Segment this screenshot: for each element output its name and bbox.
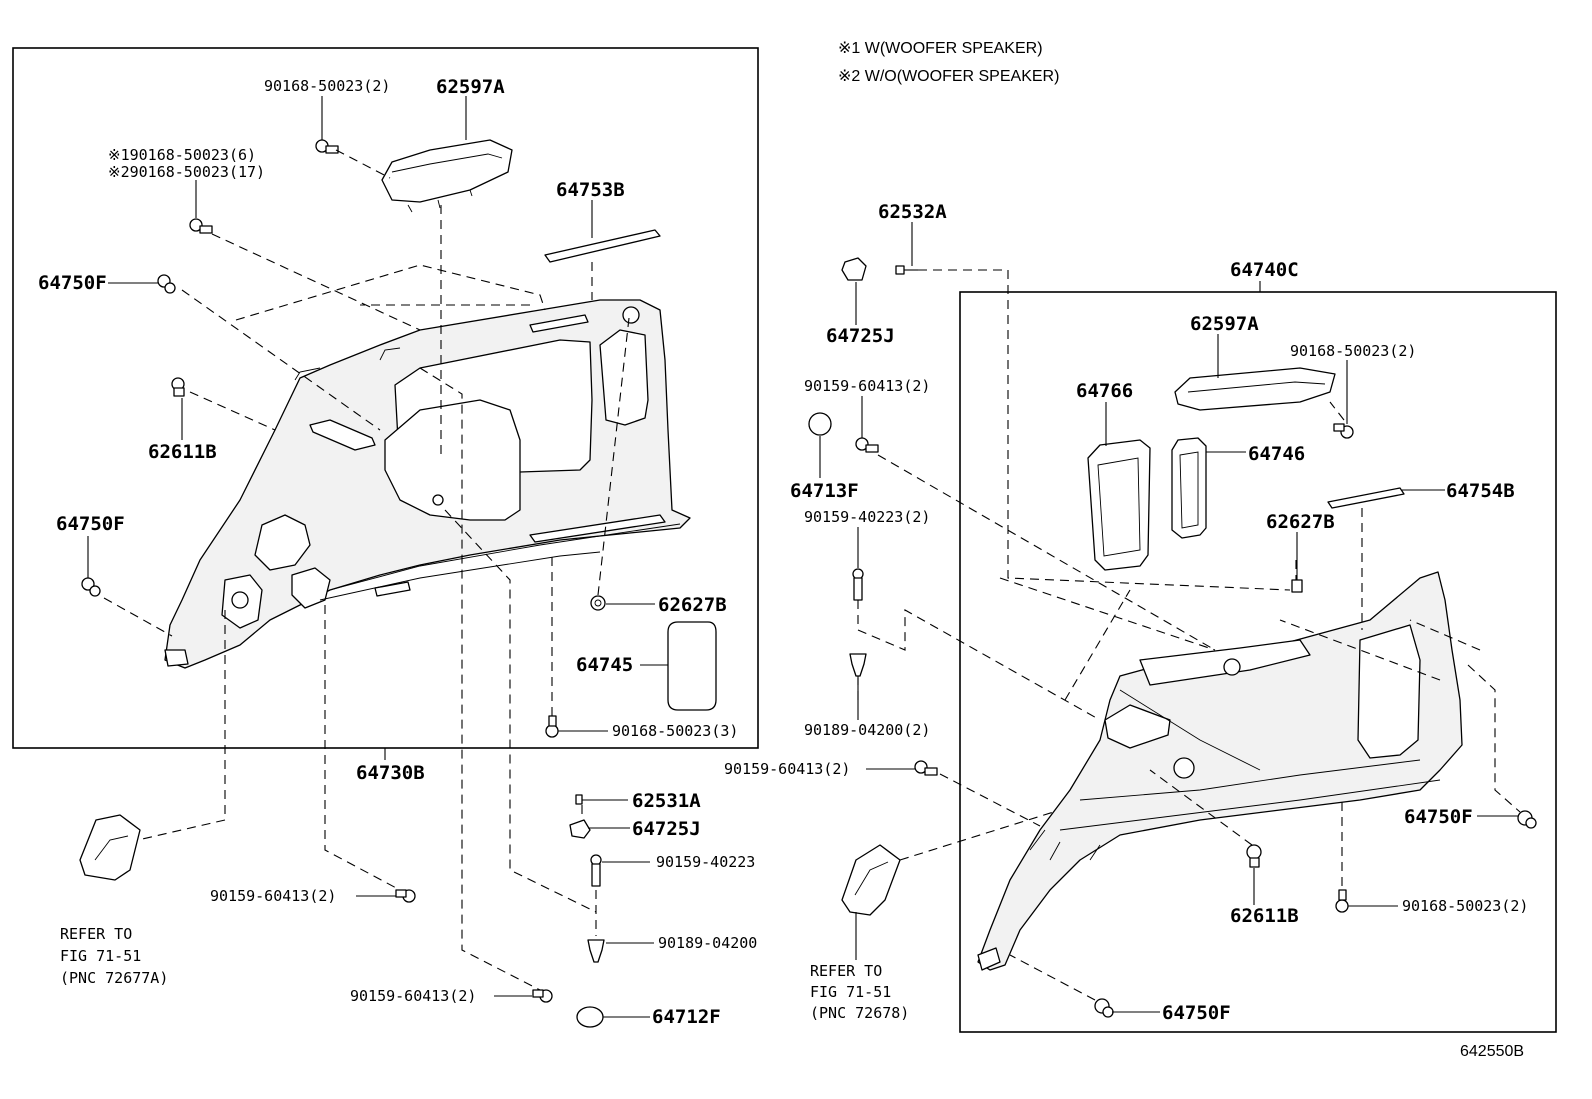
label-64754b: 64754B [1446,480,1515,502]
screw-90159-60413-top [855,437,879,453]
strip-64754b [1327,487,1405,509]
label-90159-60413-top: 90159-60413(2) [804,377,930,395]
label-62627b-right: 62627B [1266,511,1335,533]
trim-cover-62597a-left [381,139,513,213]
label-64750f-right: 64750F [1404,806,1473,828]
refer-part-left [79,814,141,881]
refer-left-line-3: (PNC 72677A) [60,969,168,987]
label-90168-50023-right-bottom: 90168-50023(2) [1402,897,1528,915]
right-assembly-box [959,291,1557,1033]
screw-90159-40223 [852,568,864,601]
clip-90189-04200 [849,653,867,677]
label-screw-note-1: ※190168-50023(6) [108,146,256,164]
label-90189-04200: 90189-04200(2) [804,721,930,739]
center-dashed-guides [581,269,1291,936]
label-90189-04200-single: 90189-04200 [658,934,757,952]
label-64766: 64766 [1076,380,1133,402]
leader-lines [87,96,1518,1018]
refer-right-line-2: FIG 71-51 [810,983,891,1001]
screw-90159-60413-bottom [532,989,553,1003]
screw-90159-60413-mid [914,760,938,776]
refer-left-line-1: REFER TO [60,925,132,943]
trim-cover-62597a-right [1174,367,1336,411]
label-64750f-bottom: 64750F [1162,1002,1231,1024]
screw-90168-50023-top [315,139,339,154]
screw-90159-40223-single [590,854,602,887]
screw-90168-50023-note [189,218,213,234]
label-64740c: 64740C [1230,259,1299,281]
clip-64750f-bottom [1094,998,1114,1018]
right-dashed-guides [999,401,1521,1001]
refer-right-line-3: (PNC 72678) [810,1004,909,1022]
label-62532a: 62532A [878,201,947,223]
label-90159-60413-left: 90159-60413(2) [210,887,336,905]
clip-62627b-right [1291,579,1303,593]
label-90159-60413-bottom: 90159-60413(2) [350,987,476,1005]
label-64750f-top: 64750F [38,272,107,294]
clip-64750f-top [157,274,176,294]
clip-64750f-mid [81,577,101,597]
label-64730b: 64730B [356,762,425,784]
clip-90189-04200-single [587,939,605,963]
label-64712f: 64712F [652,1006,721,1028]
clip-62611b-left [171,377,185,397]
clip-62627b-left [590,595,606,611]
label-62611b-left: 62611B [148,441,217,463]
label-64746: 64746 [1248,443,1305,465]
label-64713f: 64713F [790,480,859,502]
quarter-trim-panel-left [164,299,691,669]
label-62611b-right: 62611B [1230,905,1299,927]
label-62597a-left: 62597A [436,76,505,98]
label-screw-90168-50023-bottom: 90168-50023(3) [612,722,738,740]
screw-90168-50023-bottom [545,715,559,738]
clip-64725j-top [841,257,867,281]
pad-64745 [667,621,717,711]
label-62627b-left: 62627B [658,594,727,616]
panel-64766 [1087,439,1151,571]
figure-id: 642550B [1460,1043,1524,1060]
bolt-62531a [575,794,583,805]
screw-90159-60413-left [395,889,416,903]
cover-64746 [1171,437,1207,539]
label-64753b: 64753B [556,179,625,201]
label-64745: 64745 [576,654,633,676]
label-90168-50023-right-top: 90168-50023(2) [1290,342,1416,360]
clip-64725j-bottom [569,819,591,839]
clip-64750f-right [1517,810,1537,829]
note-woofer-1: ※1 W(WOOFER SPEAKER) [838,40,1043,57]
label-64725j-bottom: 64725J [632,818,701,840]
refer-part-right [841,844,901,916]
strip-64753b [544,229,661,263]
label-62531a: 62531A [632,790,701,812]
refer-right-line-1: REFER TO [810,962,882,980]
label-90159-40223: 90159-40223(2) [804,508,930,526]
note-woofer-2: ※2 W/O(WOOFER SPEAKER) [838,68,1059,85]
label-90159-60413-mid: 90159-60413(2) [724,760,850,778]
clip-64713f [808,412,832,436]
label-90159-40223-single: 90159-40223 [656,853,755,871]
refer-left-line-2: FIG 71-51 [60,947,141,965]
quarter-trim-panel-right [977,571,1463,971]
bolt-62532a [895,265,918,275]
left-dashed-guides [103,149,630,991]
screw-90168-50023-right-top [1333,423,1354,439]
label-64725j-top: 64725J [826,325,895,347]
label-screw-note-2: ※290168-50023(17) [108,163,265,181]
plug-64712f [576,1006,604,1028]
label-screw-90168-50023-top: 90168-50023(2) [264,77,390,95]
screw-90168-50023-right-bottom [1335,889,1349,913]
label-62597a-right: 62597A [1190,313,1259,335]
clip-62611b-right [1246,844,1262,868]
label-64750f-mid: 64750F [56,513,125,535]
